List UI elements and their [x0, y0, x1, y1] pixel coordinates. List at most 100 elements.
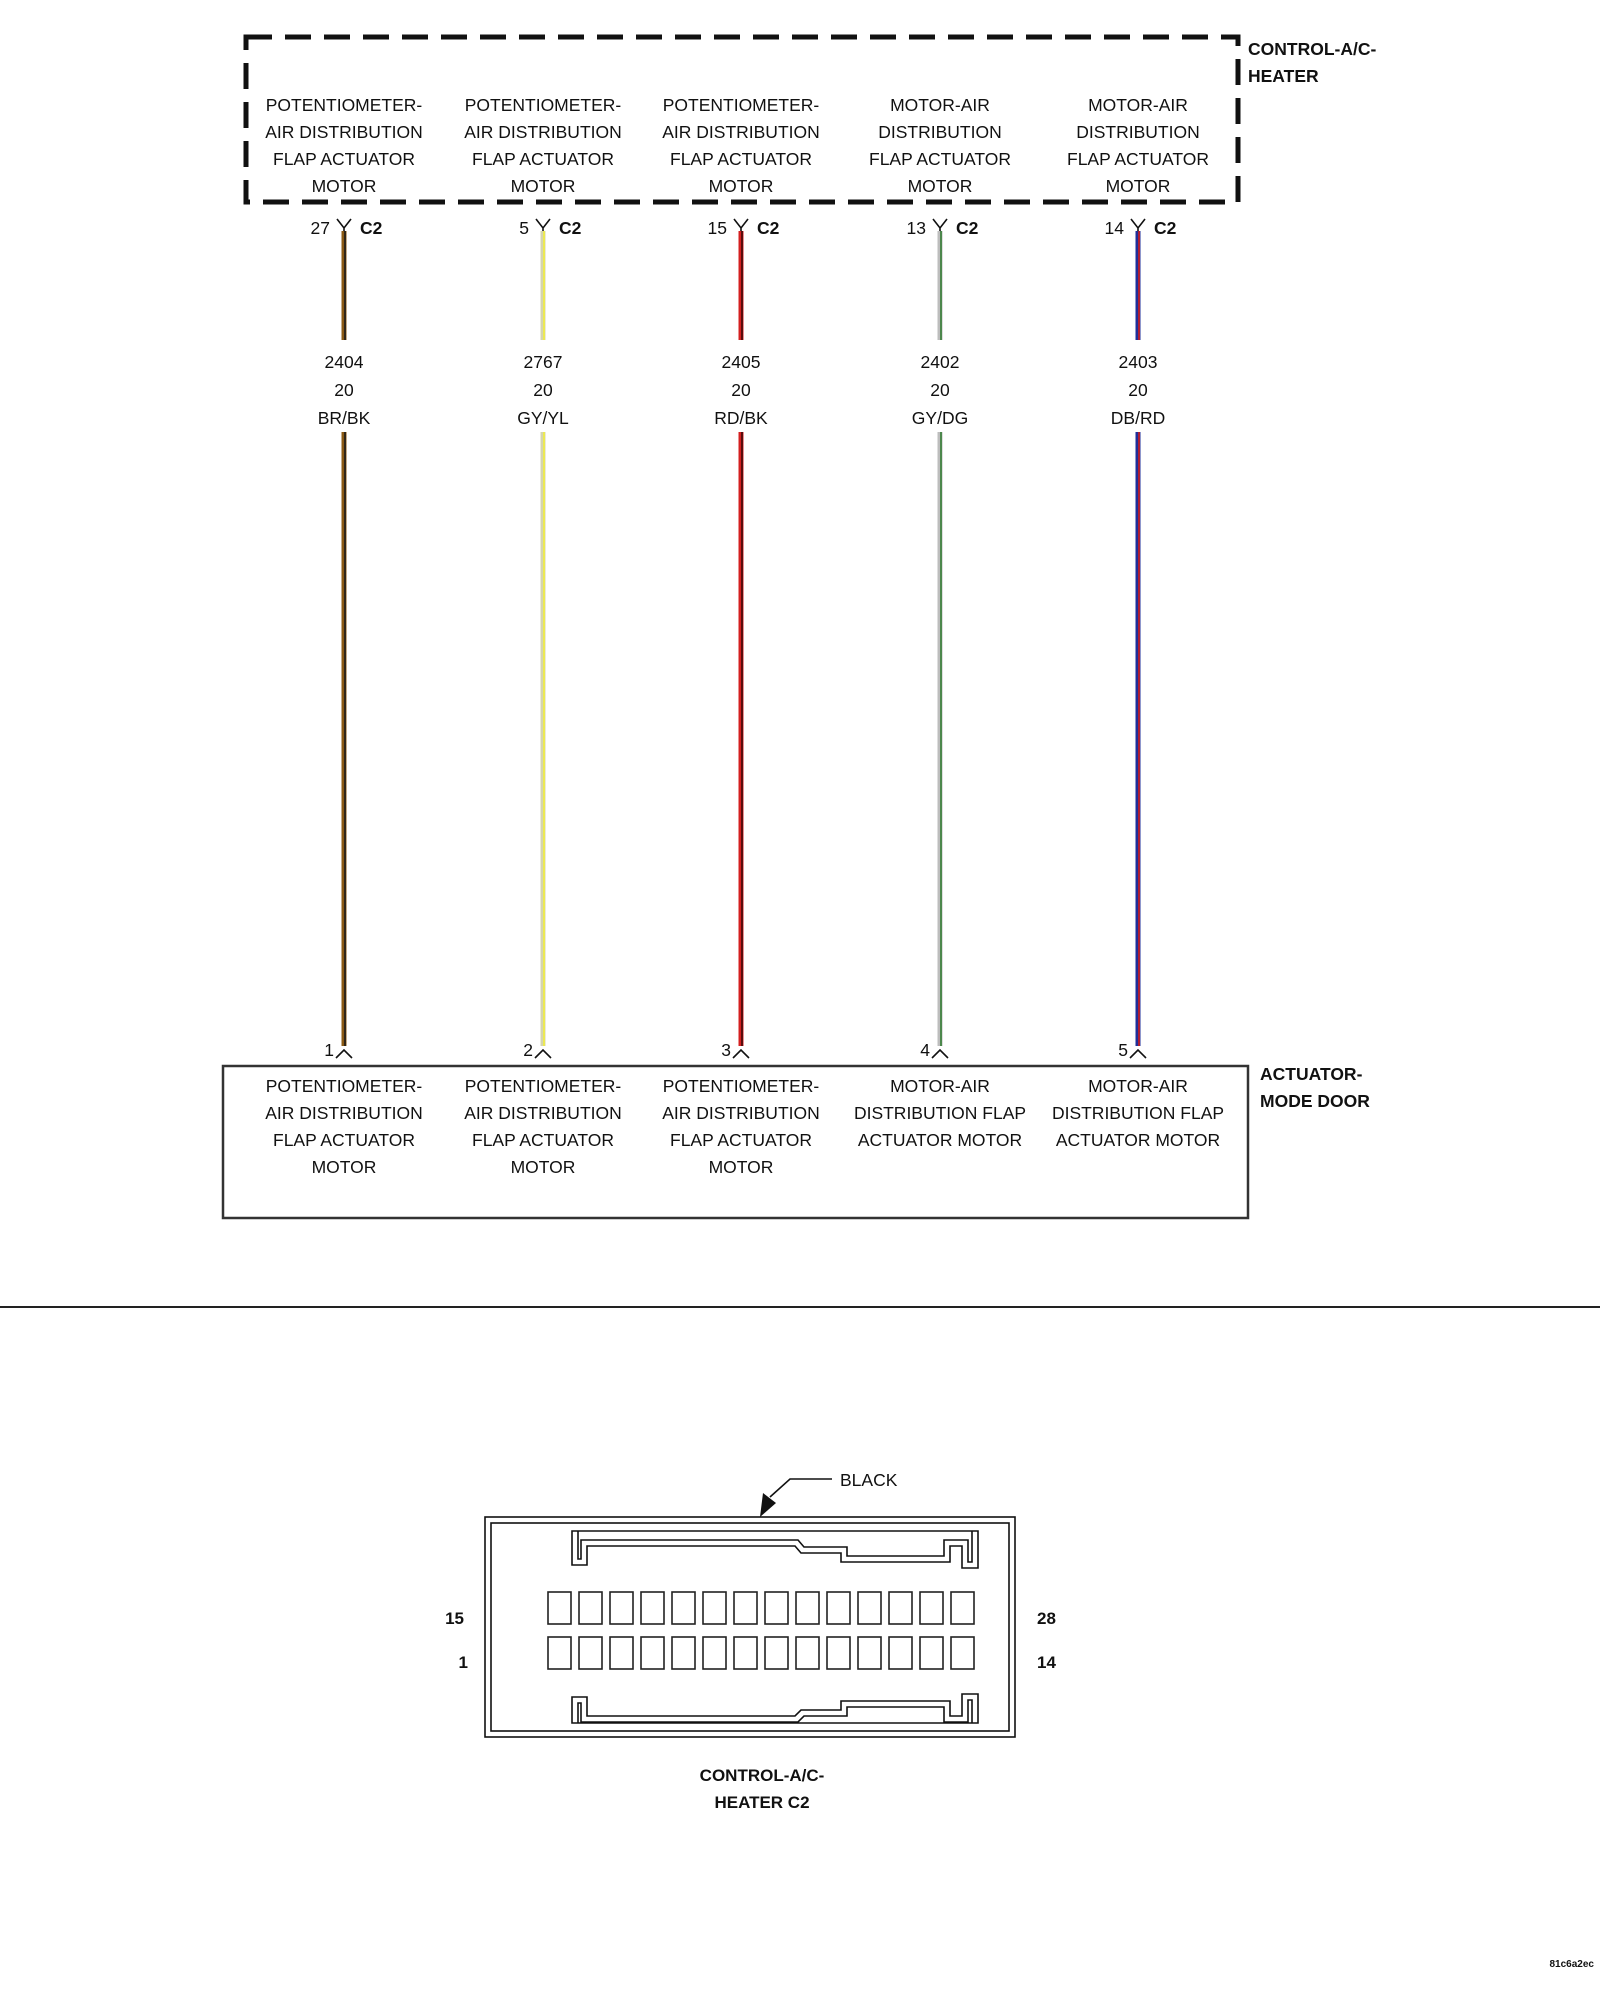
top-connector-pin-symbol: [336, 218, 352, 231]
connector-cavity: [578, 1636, 603, 1670]
bottom-pin-number: 2: [523, 1040, 533, 1060]
top-pin-description-line: DISTRIBUTION: [878, 122, 1001, 142]
bottom-pin-description-line: DISTRIBUTION FLAP: [854, 1103, 1026, 1123]
connector-cavity: [888, 1591, 913, 1625]
bottom-pin-description-line: FLAP ACTUATOR: [273, 1130, 415, 1150]
bottom-pin-description-line: POTENTIOMETER-: [663, 1076, 820, 1096]
connector-top-keyway: [571, 1530, 979, 1569]
connector-cavity: [547, 1636, 572, 1670]
control-ac-heater-box: [243, 34, 1241, 205]
wire-gauge: 20: [930, 380, 950, 400]
top-pin-description-line: MOTOR-AIR: [1088, 95, 1188, 115]
bottom-pin-description-line: MOTOR-AIR: [890, 1076, 990, 1096]
bottom-pin-number: 4: [920, 1040, 930, 1060]
bottom-pin-description-line: FLAP ACTUATOR: [472, 1130, 614, 1150]
top-component-name-line2: HEATER: [1248, 66, 1319, 86]
top-pin-description-line: DISTRIBUTION: [1076, 122, 1199, 142]
top-pin-description-line: MOTOR: [1106, 176, 1171, 196]
wire-circuit: 2404: [325, 352, 364, 372]
connector-cavity: [764, 1636, 789, 1670]
connector-face-view: BLACK 15 1 28 14 CONTROL-A/C- HEATER C2: [445, 1470, 1056, 1812]
color-leader-arrowhead: [760, 1493, 776, 1517]
top-connector-id: C2: [757, 218, 780, 238]
top-connector-pin-symbol: [535, 218, 551, 231]
bottom-pin-description-line: AIR DISTRIBUTION: [464, 1103, 622, 1123]
top-pin-description-line: POTENTIOMETER-: [266, 95, 423, 115]
connector-cavity: [795, 1591, 820, 1625]
top-connector-pin-symbol: [1130, 218, 1146, 231]
connector-cavity: [950, 1636, 975, 1670]
bottom-pin-description-line: MOTOR-AIR: [1088, 1076, 1188, 1096]
connector-cavities: [547, 1591, 975, 1670]
top-pin-description-line: FLAP ACTUATOR: [273, 149, 415, 169]
connector-cavity: [578, 1591, 603, 1625]
connector-cavity: [547, 1591, 572, 1625]
top-pin-description-line: POTENTIOMETER-: [663, 95, 820, 115]
top-pin-number: 13: [907, 218, 926, 238]
connector-housing-inner: [490, 1522, 1010, 1732]
connector-bottom-keyway: [571, 1693, 979, 1724]
connector-caption-line1: CONTROL-A/C-: [700, 1766, 825, 1785]
top-pin-number: 14: [1105, 218, 1125, 238]
bottom-pin-description-line: AIR DISTRIBUTION: [662, 1103, 820, 1123]
top-connector-pin-symbol: [932, 218, 948, 231]
top-pin-number: 15: [708, 218, 727, 238]
wire-color-code: GY/DG: [912, 408, 968, 428]
top-pin-description-line: FLAP ACTUATOR: [670, 149, 812, 169]
pin-label-bottom-right: 14: [1037, 1653, 1056, 1672]
bottom-pin-number: 5: [1118, 1040, 1128, 1060]
top-pin-number: 27: [311, 218, 330, 238]
bottom-component-name-line1: ACTUATOR-: [1260, 1064, 1363, 1084]
color-leader-line: [769, 1478, 832, 1498]
pin-label-top-left: 15: [445, 1609, 464, 1628]
wire-color-code: BR/BK: [318, 408, 371, 428]
connector-cavity: [857, 1591, 882, 1625]
wire-gauge: 20: [731, 380, 751, 400]
connector-cavity: [795, 1636, 820, 1670]
bottom-pin-description-line: ACTUATOR MOTOR: [858, 1130, 1022, 1150]
connector-cavity: [702, 1636, 727, 1670]
top-connector-pin-symbol: [733, 218, 749, 231]
connector-cavity: [826, 1636, 851, 1670]
actuator-mode-door-box: [221, 1064, 1250, 1220]
top-pin-description-line: FLAP ACTUATOR: [869, 149, 1011, 169]
bottom-pin-description-line: MOTOR: [511, 1157, 576, 1177]
bottom-pin-descriptions: POTENTIOMETER- AIR DISTRIBUTION FLAP ACTUA…: [265, 1076, 1224, 1177]
top-pin-description-line: AIR DISTRIBUTION: [662, 122, 820, 142]
wire-circuit: 2767: [524, 352, 563, 372]
connector-cavity: [919, 1591, 944, 1625]
bottom-connector-pin-symbol: [931, 1048, 949, 1059]
connector-cavity: [640, 1636, 665, 1670]
top-pin-description-line: MOTOR-AIR: [890, 95, 990, 115]
top-pin-number: 5: [519, 218, 529, 238]
top-pin-description-line: AIR DISTRIBUTION: [464, 122, 622, 142]
connector-cavity: [733, 1591, 758, 1625]
connector-housing-outer: [484, 1516, 1016, 1738]
connector-cavity: [764, 1591, 789, 1625]
footer-code: 81c6a2ec: [1550, 1959, 1595, 1970]
connector-cavity: [671, 1636, 696, 1670]
connector-cavity: [609, 1636, 634, 1670]
wire-gauge: 20: [533, 380, 553, 400]
wire-color-code: RD/BK: [714, 408, 768, 428]
wire-circuit: 2403: [1119, 352, 1158, 372]
connector-cavity: [950, 1591, 975, 1625]
wire-circuit: 2405: [722, 352, 761, 372]
top-component-name-line1: CONTROL-A/C-: [1248, 39, 1376, 59]
bottom-connector-pin-symbol: [335, 1048, 353, 1059]
wire-labels: 240420BR/BK276720GY/YL240520RD/BK240220G…: [318, 352, 1165, 428]
bottom-component-name-line2: MODE DOOR: [1260, 1091, 1370, 1111]
connector-caption-line2: HEATER C2: [714, 1793, 809, 1812]
pin-label-top-right: 28: [1037, 1609, 1056, 1628]
connector-top-keyway-inner: [577, 1531, 973, 1563]
top-pin-description-line: AIR DISTRIBUTION: [265, 122, 423, 142]
pin-label-bottom-left: 1: [459, 1653, 468, 1672]
bottom-pin-description-line: ACTUATOR MOTOR: [1056, 1130, 1220, 1150]
bottom-connector-pin-symbol: [1129, 1048, 1147, 1059]
bottom-pin-description-line: MOTOR: [312, 1157, 377, 1177]
top-pin-description-line: MOTOR: [908, 176, 973, 196]
wire-color-code: DB/RD: [1111, 408, 1165, 428]
bottom-pin-description-line: FLAP ACTUATOR: [670, 1130, 812, 1150]
